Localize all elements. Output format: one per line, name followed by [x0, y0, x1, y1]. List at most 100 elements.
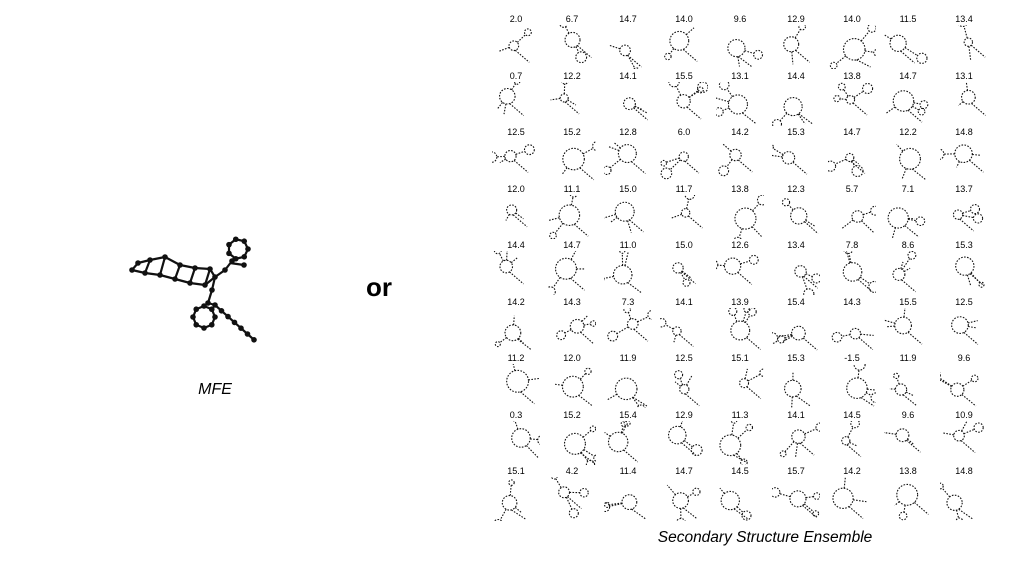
mfe-label: MFE	[198, 381, 232, 398]
ensemble-structure-cell: 0.7	[488, 71, 544, 128]
ensemble-structure-cell: 0.3	[488, 410, 544, 467]
secondary-structure-glyph	[506, 364, 540, 405]
free-energy-label: 9.6	[733, 14, 747, 24]
free-energy-label: 8.6	[901, 240, 915, 250]
ensemble-structure-cell: 14.5	[824, 410, 880, 467]
ensemble-structure-cell: 11.9	[600, 353, 656, 410]
ensemble-structure-cell: 14.7	[656, 466, 712, 523]
ensemble-structure-cell: 11.7	[656, 184, 712, 241]
secondary-structure-glyph	[548, 251, 586, 295]
ensemble-structure-cell: 14.0	[656, 14, 712, 71]
secondary-structure-glyph	[832, 477, 867, 519]
ensemble-structure-cell: 12.6	[712, 240, 768, 297]
free-energy-label: 14.0	[843, 14, 861, 24]
secondary-structure-glyph	[951, 315, 979, 345]
ensemble-structure-cell: 14.7	[544, 240, 600, 297]
free-energy-label: 15.3	[787, 127, 805, 137]
free-energy-label: 11.0	[619, 240, 637, 250]
free-energy-label: 13.9	[731, 296, 749, 307]
ensemble-structure-cell: 8.6	[880, 240, 936, 297]
ensemble-structure-cell: 14.2	[824, 466, 880, 523]
secondary-structure-glyph	[940, 144, 984, 173]
secondary-structure-glyph	[952, 203, 984, 231]
free-energy-label: 13.8	[899, 466, 917, 476]
ensemble-structure-cell: 15.5	[656, 71, 712, 128]
free-energy-label: 15.1	[507, 466, 525, 476]
free-energy-label: 12.5	[507, 127, 525, 137]
free-energy-label: 12.3	[787, 183, 805, 194]
free-energy-label: 15.4	[787, 296, 805, 307]
ensemble-structure-cell: 11.4	[600, 466, 656, 523]
secondary-structure-glyph	[493, 479, 526, 521]
secondary-structure-glyph	[846, 364, 876, 407]
free-energy-label: 13.4	[787, 240, 805, 250]
free-energy-label: 10.9	[955, 409, 973, 420]
ensemble-structure-cell: 9.6	[712, 14, 768, 71]
secondary-structure-glyph	[668, 81, 708, 119]
secondary-structure-glyph	[884, 427, 921, 453]
free-energy-label: 12.0	[563, 353, 581, 363]
secondary-structure-glyph	[943, 420, 984, 453]
ensemble-structure-cell: 9.6	[936, 353, 992, 410]
free-energy-label: 13.8	[843, 70, 861, 81]
free-energy-label: 0.3	[509, 409, 523, 420]
secondary-structure-glyph	[940, 371, 979, 407]
ensemble-structure-cell: 13.4	[768, 240, 824, 297]
free-energy-label: 14.5	[731, 466, 749, 476]
ensemble-structure-cell: 15.3	[768, 353, 824, 410]
free-energy-label: 2.0	[509, 14, 523, 24]
free-energy-label: 12.6	[731, 240, 749, 250]
secondary-structure-glyph	[889, 372, 918, 407]
free-energy-label: 13.1	[955, 70, 973, 81]
secondary-structure-glyph	[607, 377, 648, 408]
secondary-structure-glyph	[497, 81, 525, 116]
ensemble-structure-cell: 14.5	[712, 466, 768, 523]
ensemble-structure-cell: 11.1	[544, 184, 600, 241]
ensemble-structure-cell: 11.9	[880, 353, 936, 410]
free-energy-label: 14.1	[787, 409, 805, 420]
free-energy-label: 12.5	[675, 353, 693, 363]
free-energy-label: 14.4	[787, 70, 805, 81]
secondary-structure-glyph	[604, 494, 647, 520]
free-energy-label: 11.7	[675, 183, 693, 194]
free-energy-label: 14.5	[843, 409, 861, 420]
ensemble-caption: Secondary Structure Ensemble	[657, 529, 873, 546]
secondary-structure-glyph	[887, 206, 926, 239]
ensemble-structure-cell: 14.4	[768, 71, 824, 128]
secondary-structure-glyph	[716, 254, 759, 285]
free-energy-label: 11.9	[619, 353, 637, 363]
free-energy-label: 15.0	[675, 240, 693, 250]
free-energy-label: 12.9	[787, 14, 805, 24]
ensemble-structure-cell: 12.5	[488, 127, 544, 184]
ensemble-structure-cell: 13.8	[712, 184, 768, 241]
free-energy-label: 14.3	[843, 296, 861, 307]
free-energy-label: 4.2	[565, 466, 579, 476]
ensemble-structure-cell: 14.3	[824, 297, 880, 354]
secondary-structure-glyph	[604, 420, 639, 462]
ensemble-structure-cell: 14.1	[768, 410, 824, 467]
free-energy-label: 14.8	[955, 466, 973, 476]
free-energy-label: 14.2	[731, 127, 749, 137]
secondary-structure-glyph	[794, 265, 820, 295]
secondary-structure-glyph	[719, 420, 754, 465]
ensemble-structure-cell: 14.0	[824, 14, 880, 71]
secondary-structure-glyph	[667, 420, 703, 456]
secondary-structure-glyph	[783, 25, 810, 65]
free-energy-label: 15.1	[731, 353, 749, 363]
ensemble-structure-cell: 6.0	[656, 127, 712, 184]
ensemble-structure-cell: 7.3	[600, 297, 656, 354]
free-energy-label: 11.2	[507, 353, 525, 363]
free-energy-label: 15.2	[563, 127, 581, 137]
free-energy-label: 13.7	[955, 183, 973, 194]
secondary-structure-glyph	[604, 201, 644, 233]
secondary-structure-glyph	[559, 25, 592, 64]
ensemble-structure-cell: 13.1	[712, 71, 768, 128]
ensemble-structure-cell: 11.5	[880, 14, 936, 71]
secondary-structure-glyph	[957, 81, 986, 116]
free-energy-label: 6.0	[677, 127, 691, 137]
secondary-structure-glyph	[841, 205, 876, 233]
ensemble-structure-cell: 13.8	[880, 466, 936, 523]
free-energy-label: 11.5	[899, 14, 917, 24]
free-energy-label: 12.5	[955, 296, 973, 307]
